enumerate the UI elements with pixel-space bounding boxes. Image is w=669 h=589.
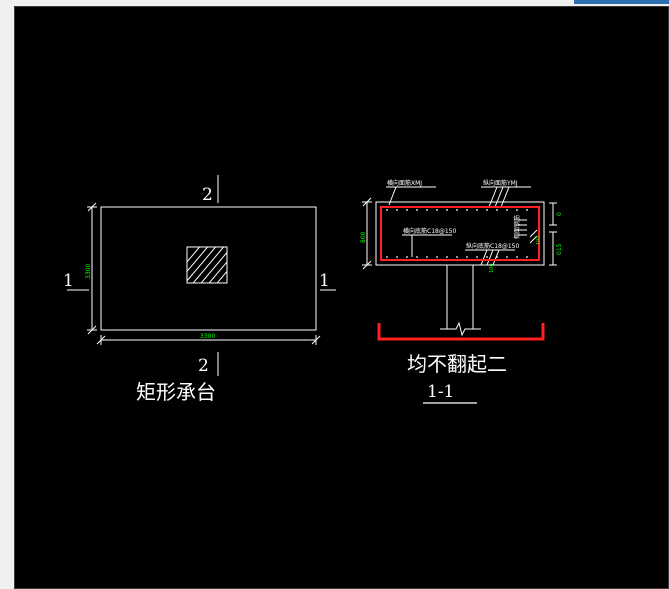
side-rebar-label: 侧面钢筋	[513, 215, 521, 239]
pile-break-line	[440, 321, 481, 337]
dim-height-text: 3300	[85, 264, 92, 279]
section-dim-bottom-cover: 015	[556, 243, 563, 255]
rebar-dots	[386, 209, 528, 258]
plan-view-labels: 2 2 1 1 3300 3300 矩形承台	[63, 185, 330, 404]
dim-width-text: 3300	[200, 333, 215, 340]
section-view	[362, 186, 557, 337]
window-corner-tab	[574, 0, 669, 4]
section-caption-number: 1-1	[427, 382, 454, 402]
label-bottom-transverse: 横向底筋C18@150	[403, 227, 456, 235]
bottom-rebar[interactable]	[380, 207, 540, 261]
pile-cap-outline[interactable]	[100, 206, 317, 331]
section-rebar	[377, 206, 545, 341]
section-mark-right: 1	[319, 271, 330, 291]
label-top-longitudinal: 纵向面筋YMJ	[483, 179, 518, 187]
section-caption-type: 均不翻起二	[407, 352, 507, 376]
section-mark-top: 2	[202, 185, 213, 205]
section-view-labels: 横向面筋XMJ 纵向面筋YMJ 横向底筋C18@150 纵向底筋C18@150 …	[360, 179, 563, 404]
section-mark-left: 1	[63, 271, 74, 291]
column-hatch	[187, 247, 227, 283]
plan-caption: 矩形承台	[136, 380, 216, 404]
pile-rebar-bracket[interactable]	[377, 323, 545, 341]
section-dim-side-a: 100	[536, 235, 542, 245]
section-mark-bottom: 2	[198, 356, 209, 376]
cad-drawing: 2 2 1 1 3300 3300 矩形承台	[63, 175, 563, 404]
cad-drawing-canvas[interactable]: 2 2 1 1 3300 3300 矩形承台	[14, 6, 669, 589]
section-dim-top-cover: 0	[556, 212, 563, 216]
plan-view	[67, 175, 336, 376]
section-dim-side-b: 100	[489, 263, 495, 273]
label-top-transverse: 横向面筋XMJ	[387, 179, 422, 187]
label-bottom-longitudinal: 纵向底筋C18@150	[466, 242, 519, 250]
section-dim-height: 800	[360, 231, 367, 243]
